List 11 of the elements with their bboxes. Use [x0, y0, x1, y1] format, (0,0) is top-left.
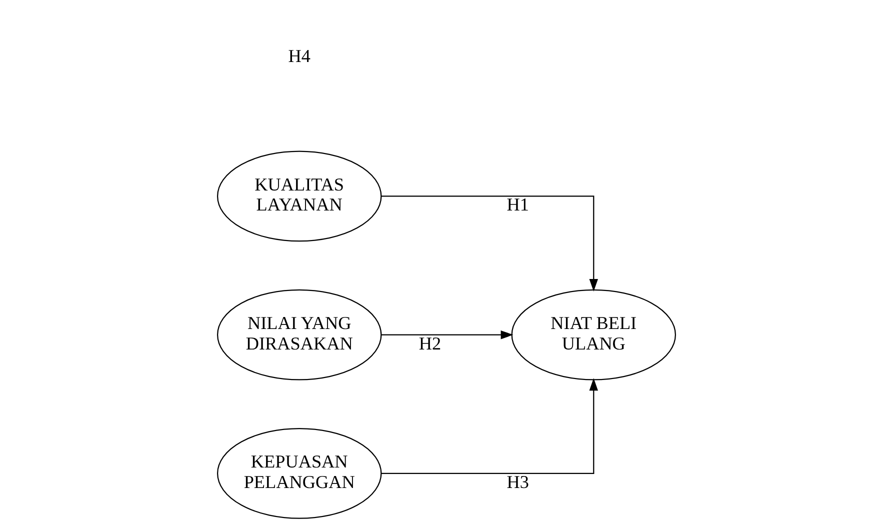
arrow — [381, 330, 514, 340]
edge-label: H3 — [506, 472, 529, 492]
label: H4 — [288, 46, 310, 66]
node-ellipse: KEPUASAN PELANGGAN — [216, 428, 382, 519]
arrow — [381, 196, 598, 292]
arrow — [381, 378, 598, 474]
node-ellipse: KUALITAS LAYANAN — [216, 150, 382, 242]
edge-label: H2 — [418, 333, 442, 354]
node-ellipse: NIAT BELI ULANG — [511, 289, 676, 380]
node-ellipse: NILAI YANG DIRASAKAN — [216, 289, 382, 380]
edge-label: H1 — [506, 194, 529, 215]
